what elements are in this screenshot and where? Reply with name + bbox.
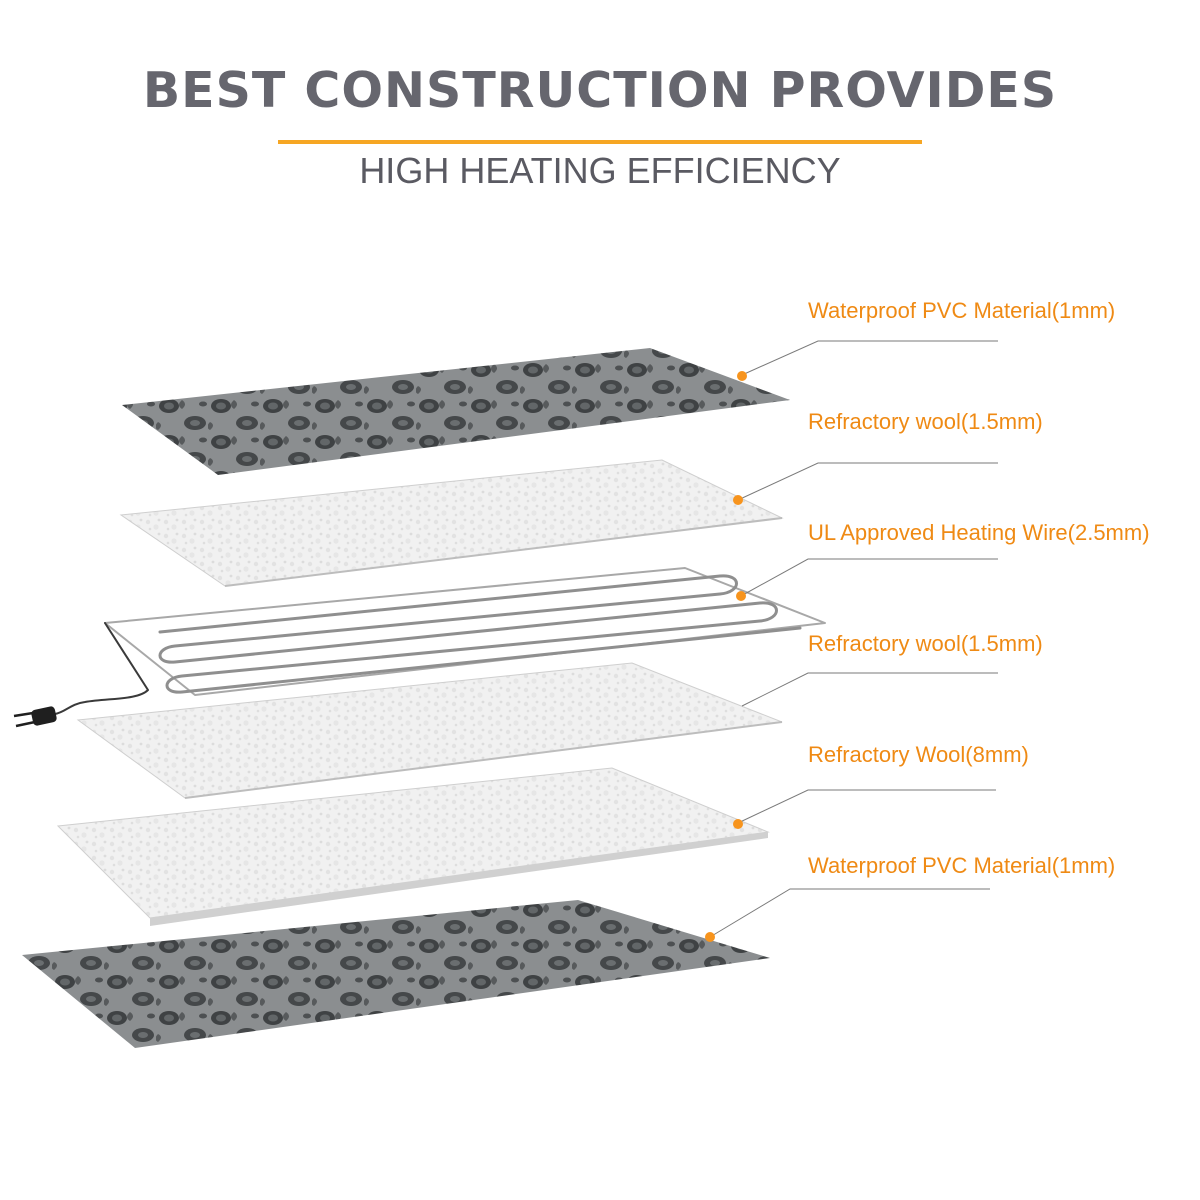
layer-label-5: Refractory Wool(8mm) [808,742,1029,768]
callout-dot-5 [733,819,743,829]
layer-label-3: UL Approved Heating Wire(2.5mm) [808,520,1150,546]
leader-line-5 [738,790,996,823]
layer-label-6: Waterproof PVC Material(1mm) [808,853,1115,879]
layer-label-2: Refractory wool(1.5mm) [808,409,1043,435]
leader-line-6 [710,889,990,937]
layer-wool-1 [121,460,782,586]
layer-pvc-top [122,348,790,475]
power-cord [55,623,148,714]
leader-line-2 [738,463,998,500]
layer-pvc-bottom [22,900,770,1048]
heating-wire-serpentine [160,576,800,692]
callout-dot-2 [733,495,743,505]
power-plug-icon [14,706,57,727]
layer-wool-2 [78,663,782,798]
layer-wool-thick [58,768,768,918]
layer-label-4: Refractory wool(1.5mm) [808,631,1043,657]
leader-line-4 [742,673,998,706]
leader-line-1 [742,341,998,375]
callout-dot-3 [736,591,746,601]
leader-line-3 [741,559,998,596]
layer-label-1: Waterproof PVC Material(1mm) [808,298,1115,324]
callout-dot-6 [705,932,715,942]
callout-dot-1 [737,371,747,381]
callout-dots [705,371,747,942]
